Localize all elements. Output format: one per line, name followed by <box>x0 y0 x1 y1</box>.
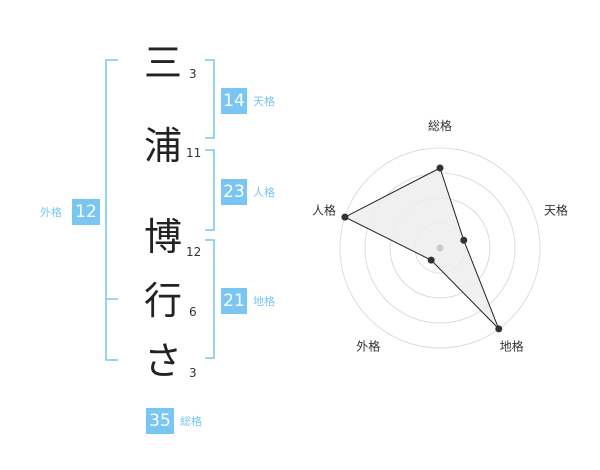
jin-label: 人格 <box>253 186 275 199</box>
name-char-1: 三 <box>144 41 183 85</box>
radar-point-1 <box>460 236 468 244</box>
radar-point-0 <box>436 164 444 172</box>
radar-polygon <box>343 167 500 330</box>
radar-axis-label-0: 総格 <box>428 118 452 133</box>
radar-axis-label-2: 地格 <box>500 339 524 354</box>
radar-axis-label-4: 人格 <box>312 202 336 217</box>
stroke-count-5: 3 <box>189 366 197 380</box>
sou-label: 総格 <box>180 415 202 428</box>
name-char-2: 浦 <box>144 124 183 168</box>
sou-value-badge: 35 <box>146 408 174 434</box>
radar-ring-4 <box>339 147 541 349</box>
stroke-count-1: 3 <box>189 67 197 81</box>
radar-axis-label-3: 外格 <box>356 339 380 354</box>
name-char-5: さ <box>144 339 183 383</box>
chi-label: 地格 <box>253 295 275 308</box>
ten-label: 天格 <box>253 95 275 108</box>
radar-point-2 <box>495 325 503 333</box>
name-char-3: 博 <box>144 215 183 259</box>
jin-value-badge: 23 <box>221 179 247 205</box>
outer-bracket <box>105 59 118 361</box>
ten-value-badge: 14 <box>221 88 247 114</box>
ten-bracket <box>205 59 215 139</box>
radar-points <box>341 164 503 333</box>
radar-axis-label-1: 天格 <box>544 202 568 217</box>
radar-point-4 <box>341 213 349 221</box>
chi-value-badge: 21 <box>221 288 247 314</box>
stroke-count-2: 11 <box>186 146 202 160</box>
stroke-count-3: 12 <box>186 245 202 259</box>
chi-bracket <box>205 239 215 359</box>
radar-center-dot <box>436 244 444 252</box>
gai-value-badge: 12 <box>72 199 100 225</box>
name-char-4: 行 <box>144 279 183 323</box>
radar-point-3 <box>427 256 435 264</box>
jin-bracket <box>205 149 215 231</box>
stroke-count-4: 6 <box>189 305 197 319</box>
gai-label: 外格 <box>40 206 62 219</box>
